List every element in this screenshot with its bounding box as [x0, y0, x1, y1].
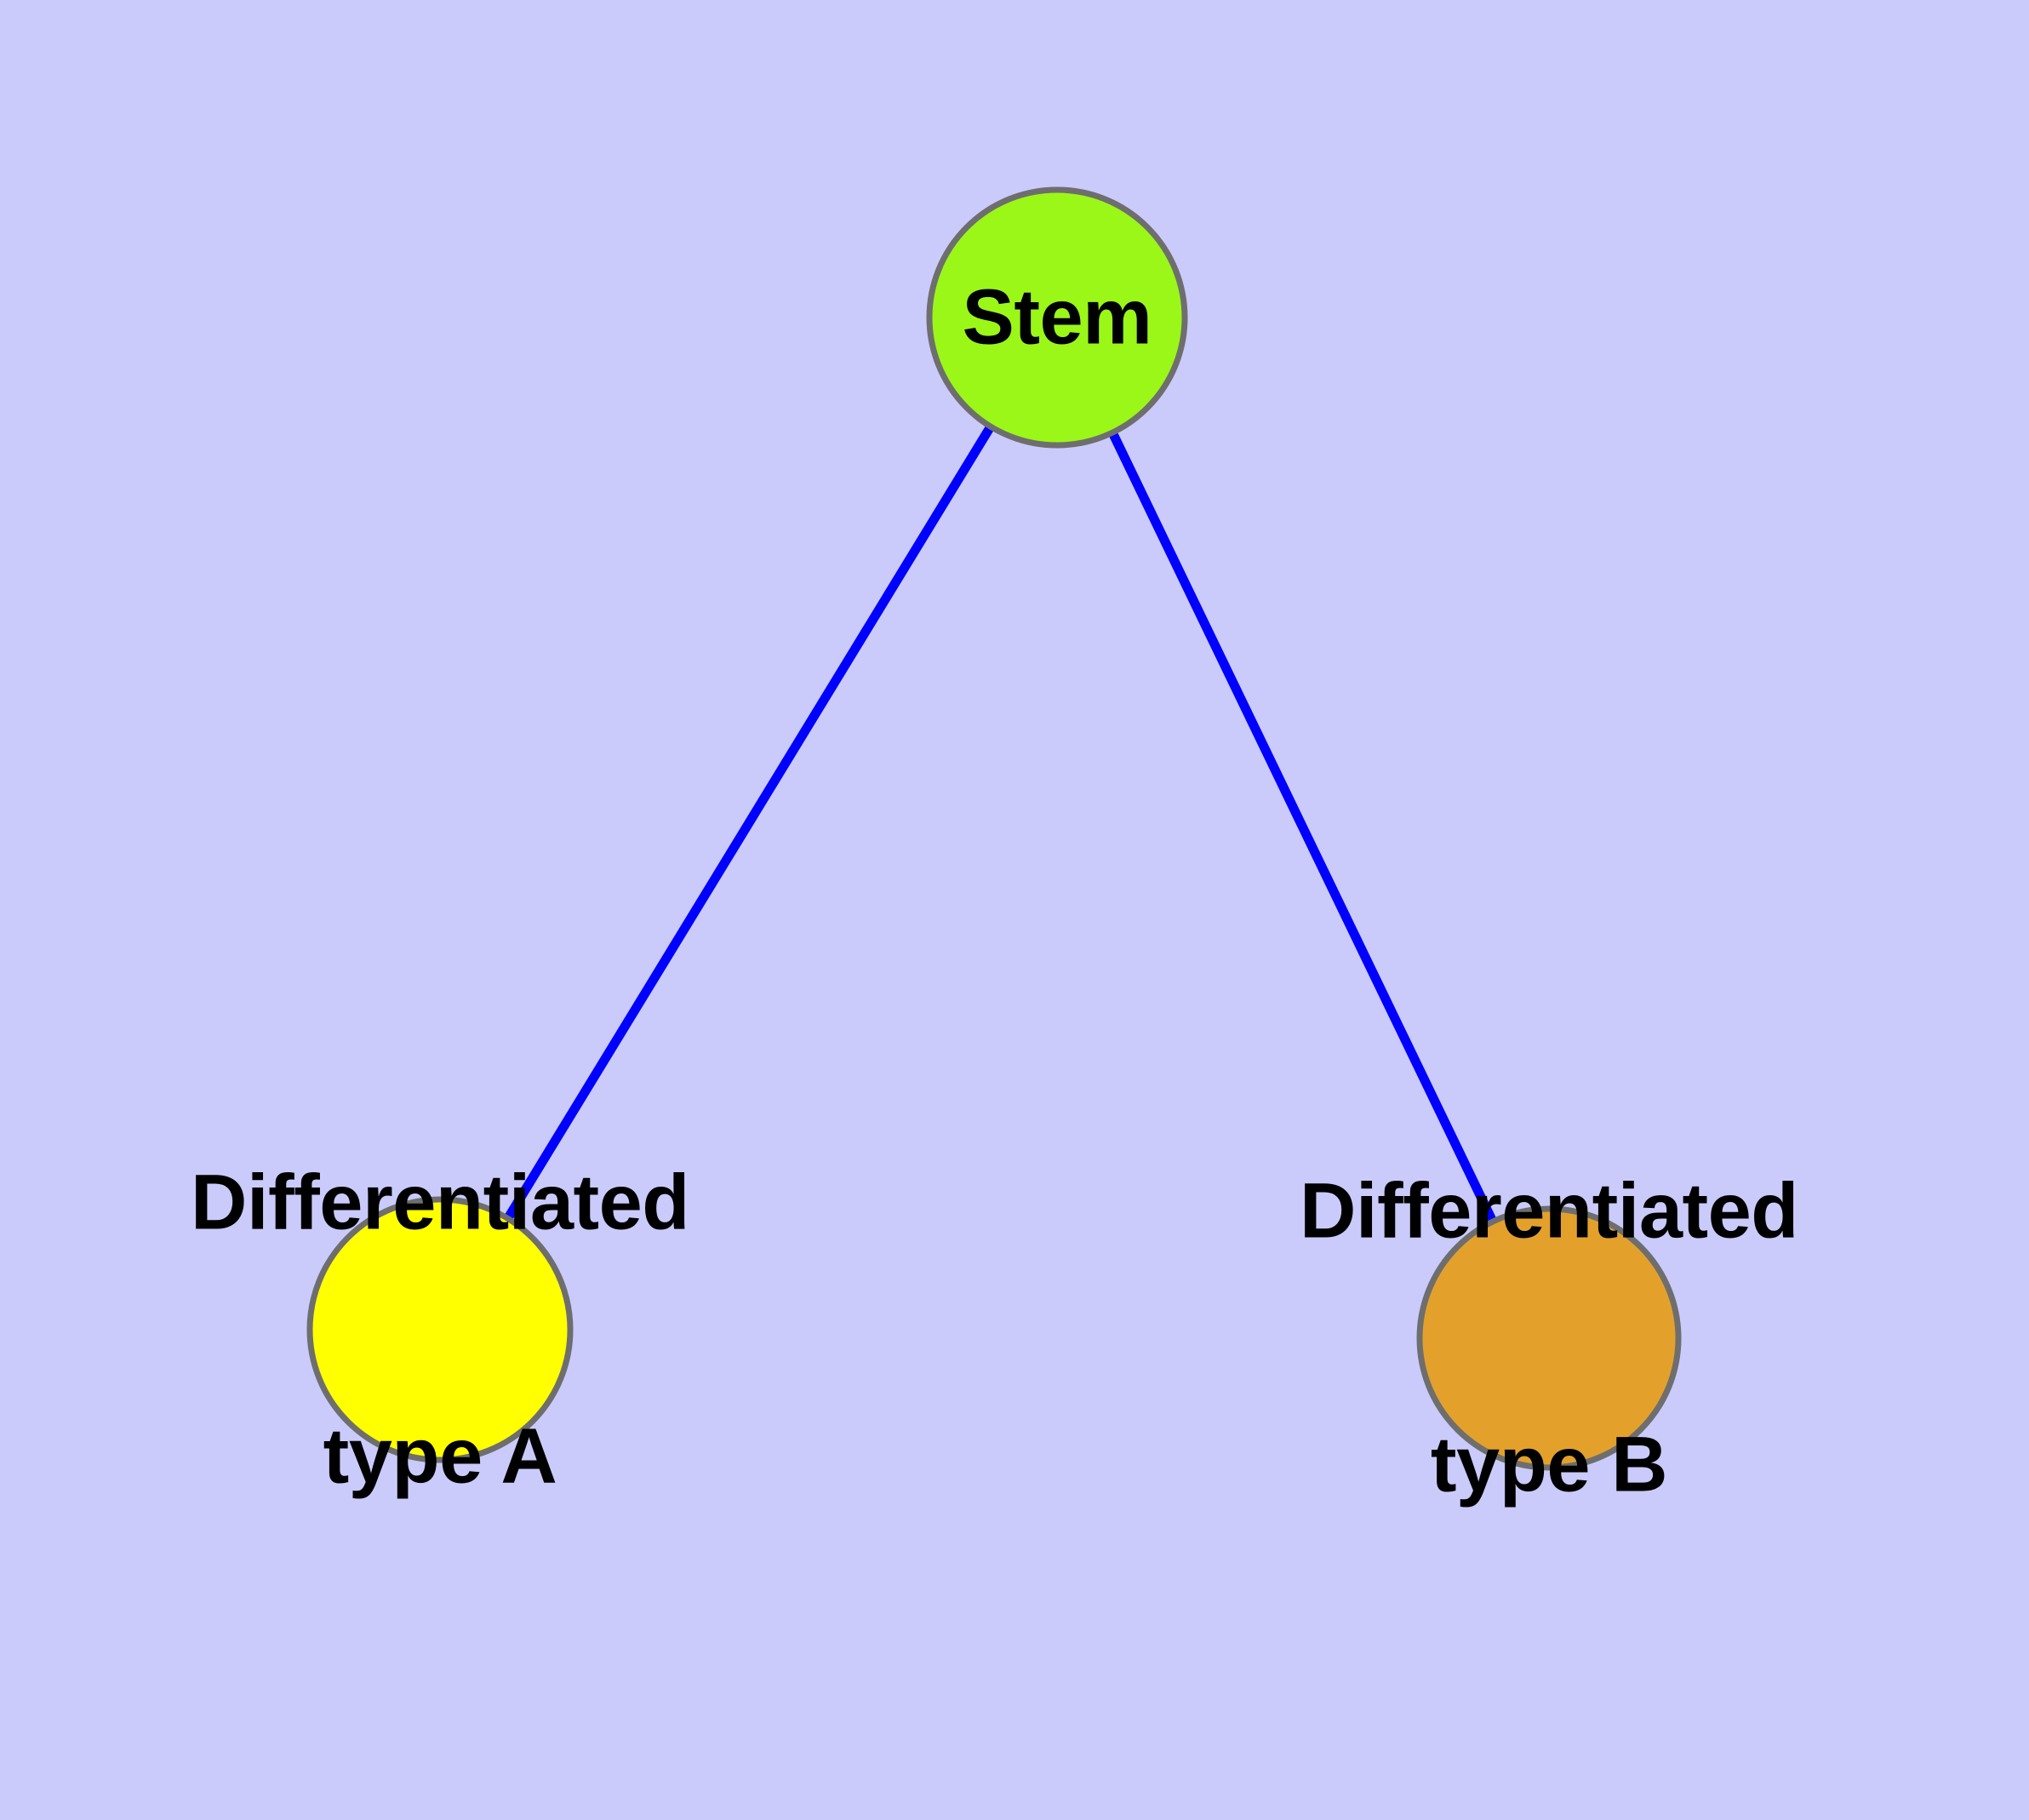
edge-stem-to-differentiated-type-a[interactable] [502, 422, 996, 1222]
edge-layer [502, 422, 1498, 1226]
edge-stem-to-differentiated-type-b[interactable] [1107, 428, 1498, 1226]
node-differentiated-type-a[interactable] [306, 1196, 574, 1463]
node-stem[interactable] [926, 186, 1188, 449]
node-differentiated-type-b[interactable] [1416, 1205, 1682, 1471]
node-layer [306, 186, 1682, 1471]
